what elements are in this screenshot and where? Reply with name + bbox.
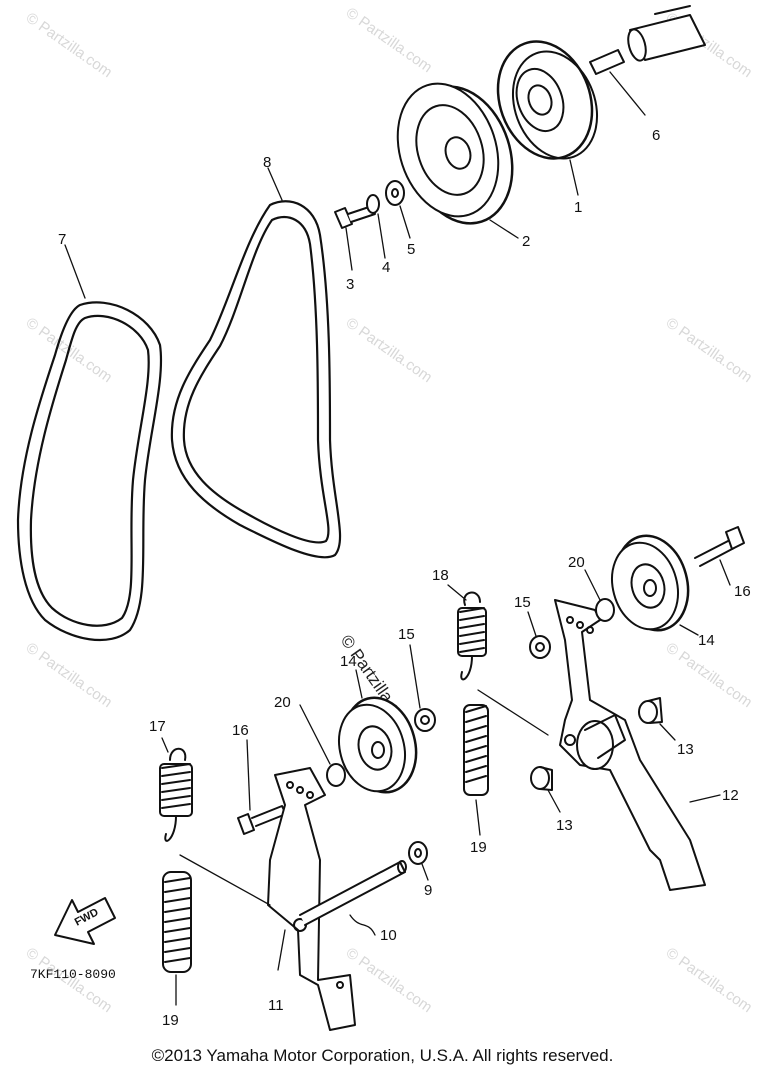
collar-part-20-right	[584, 569, 615, 622]
part-label-14-right: 14	[698, 632, 715, 649]
bolt-part-3	[334, 205, 376, 271]
part-label-2: 2	[522, 233, 530, 250]
part-label-7: 7	[58, 231, 66, 248]
part-label-13-top: 13	[677, 741, 694, 758]
part-label-19-center: 19	[470, 839, 487, 856]
pulley-part-1	[496, 40, 599, 196]
spring-part-17	[159, 737, 193, 842]
idler-pulley-part-14-center	[338, 669, 418, 794]
part-label-14-center: 14	[340, 653, 357, 670]
collar-part-13-bottom	[530, 766, 561, 813]
copyright-notice: ©2013 Yamaha Motor Corporation, U.S.A. A…	[151, 1046, 614, 1065]
part-label-15-right: 15	[514, 594, 531, 611]
fwd-arrow-icon: FWD	[54, 897, 116, 945]
part-label-13-bottom: 13	[556, 817, 573, 834]
part-label-18: 18	[432, 567, 449, 584]
bracket-part-12	[554, 599, 721, 891]
part-label-3: 3	[346, 276, 354, 293]
spring-part-19-left	[162, 871, 192, 1006]
part-label-12: 12	[722, 787, 739, 804]
part-label-20-center: 20	[274, 694, 291, 711]
part-label-16-center: 16	[232, 722, 249, 739]
shaft	[627, 5, 706, 62]
part-label-15-center: 15	[398, 626, 415, 643]
part-label-11: 11	[268, 997, 284, 1014]
belt-part-7	[16, 244, 163, 642]
spring-part-19-center	[463, 704, 489, 836]
pin-part-6	[589, 49, 646, 116]
diagram-code: 7KF110-8090	[30, 967, 116, 982]
washer-part-5	[385, 180, 411, 239]
spring-part-18	[447, 584, 487, 681]
watermark: © Partzilla.com	[23, 9, 116, 81]
nut-part-15-center	[409, 644, 436, 732]
part-label-19-left: 19	[162, 1012, 179, 1029]
belt-part-8	[170, 167, 342, 559]
watermark: © Partzilla.com	[663, 639, 756, 711]
idler-pulley-part-14-right	[611, 534, 699, 636]
part-label-20-right: 20	[568, 554, 585, 571]
washer-part-9	[408, 841, 429, 881]
watermark: © Partzilla.com	[343, 944, 436, 1016]
shaft-part-10	[299, 860, 407, 936]
part-label-10: 10	[380, 927, 397, 944]
part-label-4: 4	[382, 259, 390, 276]
part-label-5: 5	[407, 241, 415, 258]
part-label-6: 6	[652, 127, 660, 144]
collar-part-20-center	[299, 704, 346, 787]
bolt-part-16-right	[694, 526, 745, 586]
watermark: © Partzilla.com	[343, 314, 436, 386]
part-label-16-right: 16	[734, 583, 751, 600]
arm-part-11	[267, 767, 356, 1031]
leader-lines	[179, 689, 549, 906]
part-label-17: 17	[149, 718, 166, 735]
watermark: © Partzilla.com	[663, 944, 756, 1016]
washer-part-4	[366, 194, 386, 259]
watermark: © Partzilla.com	[663, 314, 756, 386]
nut-part-15-right	[527, 611, 551, 659]
collar-part-13-top	[638, 697, 676, 741]
pulley-part-2	[396, 82, 519, 239]
part-label-1: 1	[574, 199, 582, 216]
watermark: © Partzilla.com	[23, 639, 116, 711]
part-labels: 1 2 3 4 5 6 7 8 9 10 11 12 13 13 14 14 1…	[58, 127, 751, 1029]
part-label-8: 8	[263, 154, 271, 171]
watermark: © Partzilla.com	[343, 4, 436, 76]
part-label-9: 9	[424, 882, 432, 899]
